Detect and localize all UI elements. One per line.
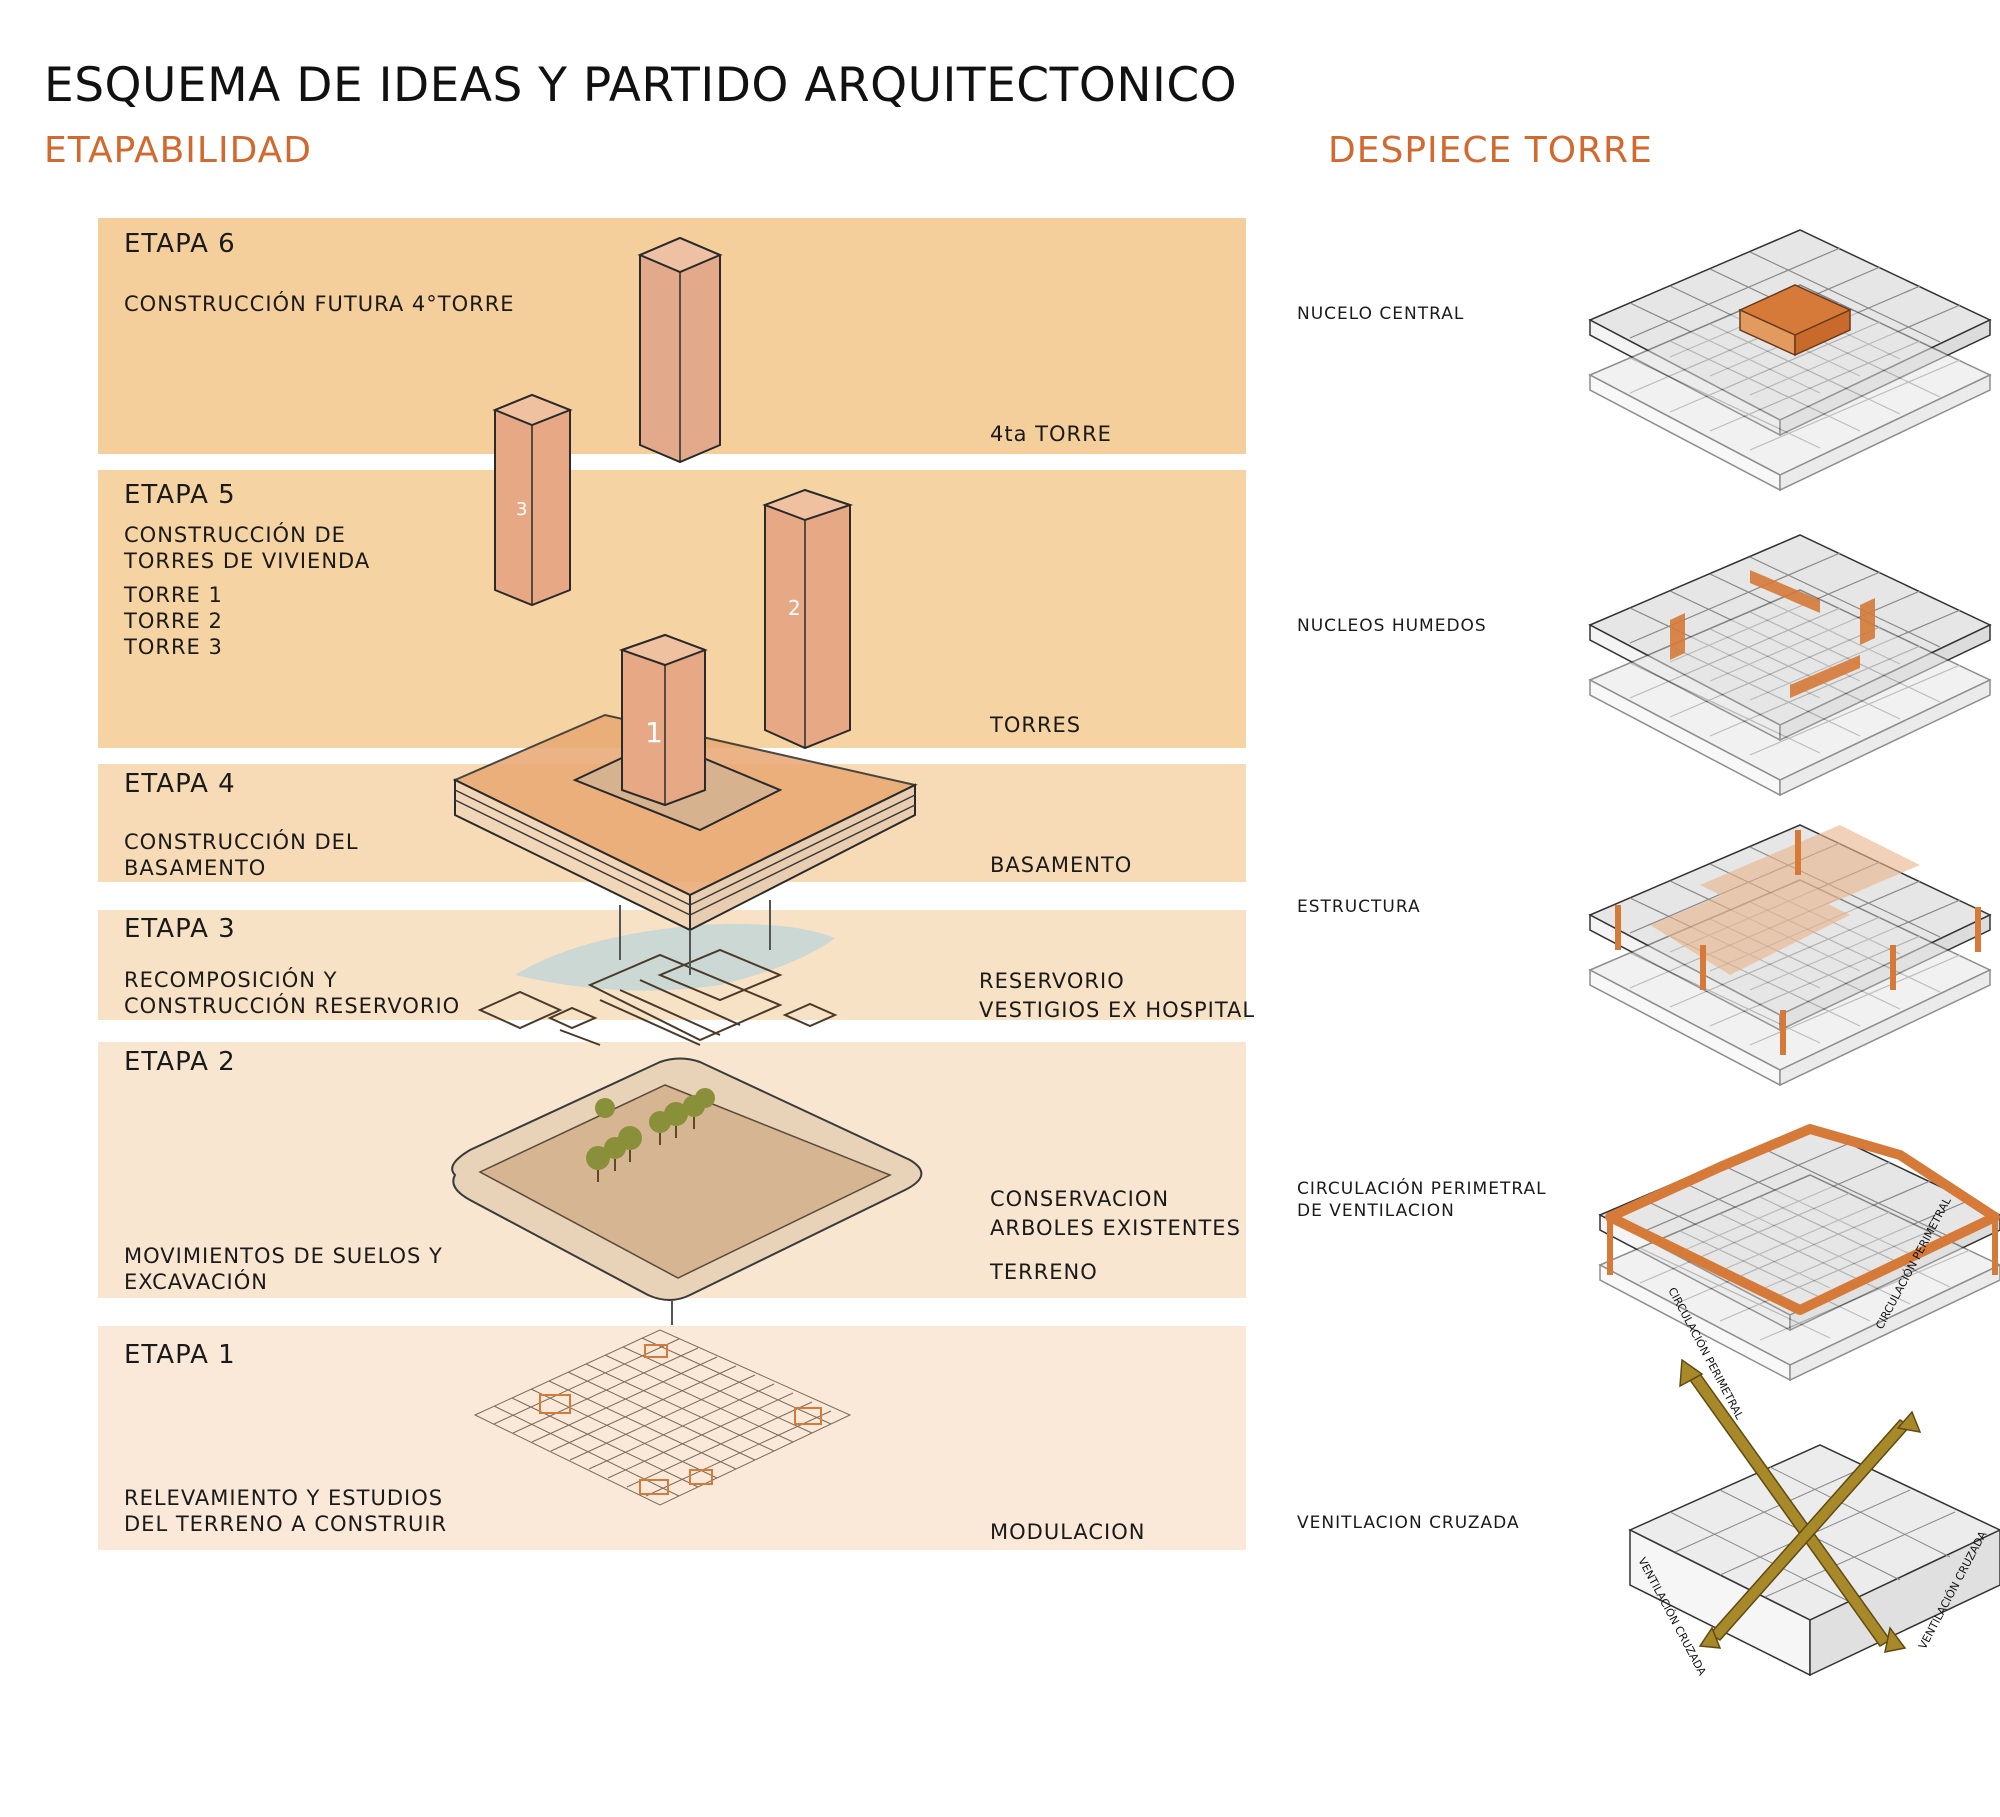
- stage-2-label: CONSERVACION ARBOLES EXISTENTES: [990, 1187, 1241, 1240]
- section-title-despiece: DESPIECE TORRE: [1328, 130, 1653, 171]
- stage-2-title: ETAPA 2: [124, 1047, 236, 1077]
- stage-band-1: [98, 1326, 1246, 1550]
- tower-1: [618, 633, 708, 807]
- stage-4-title: ETAPA 4: [124, 769, 236, 799]
- stage-5-label: TORRES: [990, 713, 1082, 737]
- page-title: ESQUEMA DE IDEAS Y PARTIDO ARQUITECTONIC…: [44, 58, 1238, 113]
- stage-3-title: ETAPA 3: [124, 914, 236, 944]
- stage-2-label-terreno: TERRENO: [990, 1260, 1098, 1284]
- tower-4: [637, 236, 723, 464]
- stage-6-description: CONSTRUCCIÓN FUTURA 4°TORRE: [124, 292, 515, 316]
- stage-4-label: BASAMENTO: [990, 853, 1133, 877]
- tower-2: [762, 488, 854, 750]
- ventilation-arrows: [1679, 1358, 1922, 1653]
- stage-3-description: RECOMPOSICIÓN Y CONSTRUCCIÓN RESERVORIO: [124, 968, 461, 1018]
- stage-1-description: RELEVAMIENTO Y ESTUDIOS DEL TERRENO A CO…: [124, 1486, 448, 1536]
- stage-4-description: CONSTRUCCIÓN DEL BASAMENTO: [124, 830, 359, 880]
- despiece-nucleos-humedos: [1589, 534, 1991, 796]
- section-title-etapabilidad: ETAPABILIDAD: [44, 130, 313, 171]
- existing-trees: [586, 1088, 715, 1182]
- despiece-nucleo-central: [1589, 229, 1991, 491]
- despiece-circulacion: [1599, 1124, 2000, 1381]
- modulation-markings: [539, 1344, 822, 1495]
- terrain-slab: [451, 1057, 923, 1325]
- stage-6-label: 4ta TORRE: [990, 422, 1112, 446]
- stage-2-description: MOVIMIENTOS DE SUELOS Y EXCAVACIÓN: [124, 1244, 443, 1294]
- stage-1-label: MODULACION: [990, 1520, 1146, 1544]
- reservoir-vestiges: [477, 923, 838, 1046]
- stage-6-title: ETAPA 6: [124, 229, 236, 259]
- despiece-label-nucleos-humedos: NUCLEOS HUMEDOS: [1297, 616, 1487, 636]
- tower-3: [492, 393, 573, 607]
- tower-number-3: 3: [516, 499, 527, 520]
- despiece-estructura: [1589, 824, 1991, 1086]
- stage-5-towers: TORRE 1 TORRE 2 TORRE 3: [124, 583, 223, 659]
- despiece-label-circulacion: CIRCULACIÓN PERIMETRAL DE VENTILACION: [1297, 1179, 1547, 1221]
- despiece-label-estructura: ESTRUCTURA: [1297, 897, 1421, 917]
- stage-3-label: RESERVORIO VESTIGIOS EX HOSPITAL: [979, 969, 1256, 1022]
- despiece-label-ventilacion: VENITLACION CRUZADA: [1297, 1513, 1520, 1533]
- stage-5-title: ETAPA 5: [124, 480, 236, 510]
- stage-1-title: ETAPA 1: [124, 1340, 236, 1370]
- despiece-label-nucleo-central: NUCELO CENTRAL: [1297, 304, 1465, 324]
- tower-number-1: 1: [645, 716, 663, 749]
- tower-number-2: 2: [788, 596, 801, 620]
- stage-5-description: CONSTRUCCIÓN DE TORRES DE VIVIENDA: [124, 523, 371, 573]
